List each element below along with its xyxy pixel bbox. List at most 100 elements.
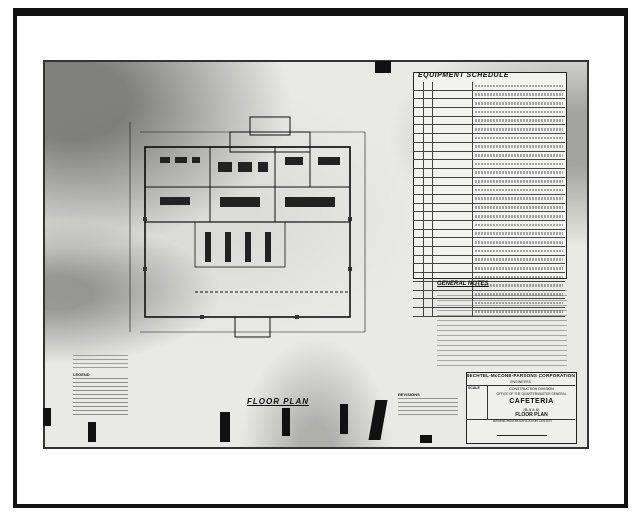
schedule-row — [413, 186, 565, 195]
schedule-row — [413, 247, 565, 256]
title-block — [466, 372, 577, 444]
schedule-row — [413, 238, 565, 248]
title-block-engineers: ENGINEERS — [510, 380, 531, 384]
schedule-cell — [424, 99, 433, 108]
schedule-cell — [424, 212, 433, 220]
schedule-cell — [433, 82, 473, 90]
schedule-cell — [424, 229, 433, 238]
schedule-row — [413, 264, 565, 274]
schedule-cell — [413, 142, 424, 151]
schedule-cell — [413, 194, 424, 203]
title-block-divider — [487, 385, 488, 420]
schedule-cell — [433, 281, 473, 290]
floor-plan-drawing — [100, 62, 405, 352]
entry-annex — [249, 116, 291, 136]
schedule-cell — [424, 90, 433, 99]
schedule-cell — [424, 134, 433, 142]
schedule-cell — [424, 221, 433, 229]
schedule-cell — [475, 249, 563, 253]
general-notes-title: GENERAL NOTES — [437, 281, 489, 287]
schedule-row — [413, 221, 565, 230]
schedule-cell — [433, 299, 473, 307]
schedule-cell — [413, 221, 424, 229]
schedule-cell — [413, 238, 424, 247]
schedule-cell — [413, 229, 424, 238]
title-block-rule-1 — [466, 385, 575, 386]
schedule-cell — [424, 151, 433, 160]
schedule-cell — [475, 93, 563, 96]
schedule-cell — [433, 134, 473, 142]
schedule-row — [413, 281, 565, 291]
schedule-cell — [424, 186, 433, 194]
schedule-cell — [413, 264, 424, 273]
schedule-cell — [413, 125, 424, 134]
schedule-cell — [433, 194, 473, 203]
schedule-row — [413, 108, 565, 117]
schedule-cell — [433, 255, 473, 264]
schedule-cell — [413, 177, 424, 186]
tape-mark-bottom-3 — [282, 408, 290, 436]
title-block-place: BIRMINGHAM-MODIFICATION CENTER — [493, 419, 552, 423]
title-block-company: BECHTEL-McCONE-PARSONS CORPORATION — [466, 373, 575, 378]
schedule-cell — [475, 145, 563, 148]
schedule-cell — [413, 247, 424, 255]
schedule-cell — [424, 116, 433, 125]
schedule-row — [413, 255, 565, 265]
schedule-cell — [424, 264, 433, 273]
schedule-row — [413, 212, 565, 221]
tape-mark-bottom-4 — [340, 404, 348, 434]
schedule-cell — [475, 180, 563, 183]
photo-border-left — [13, 8, 17, 508]
schedule-cell — [475, 188, 563, 192]
schedule-cell — [433, 142, 473, 151]
schedule-cell — [433, 160, 473, 168]
title-block-scale-label: SCALE — [468, 386, 480, 390]
schedule-cell — [424, 281, 433, 290]
schedule-cell — [433, 247, 473, 255]
schedule-cell — [433, 108, 473, 116]
general-notes-text — [437, 290, 567, 370]
schedule-row — [413, 177, 565, 187]
schedule-cell — [413, 82, 424, 90]
schedule-cell — [475, 223, 563, 227]
schedule-cell — [475, 240, 563, 244]
schedule-row — [413, 203, 565, 213]
schedule-cell — [433, 151, 473, 160]
tape-mark-bottom-2 — [220, 412, 230, 442]
schedule-cell — [433, 290, 473, 299]
schedule-cell — [475, 266, 563, 270]
schedule-cell — [475, 171, 563, 175]
schedule-cell — [413, 281, 424, 290]
column-marks — [143, 217, 352, 319]
schedule-cell — [424, 255, 433, 264]
schedule-cell — [475, 110, 563, 114]
revisions-block — [398, 398, 458, 418]
schedule-cell — [433, 307, 473, 316]
schedule-cell — [475, 84, 563, 88]
schedule-row — [413, 142, 565, 152]
schedule-cell — [424, 177, 433, 186]
schedule-cell — [424, 108, 433, 116]
schedule-cell — [413, 160, 424, 168]
schedule-cell — [413, 203, 424, 212]
schedule-cell — [413, 168, 424, 177]
schedule-cell — [475, 258, 563, 261]
schedule-row — [413, 229, 565, 239]
schedule-cell — [413, 255, 424, 264]
legend-block — [73, 378, 128, 418]
schedule-row — [413, 299, 565, 308]
schedule-cell — [475, 232, 563, 235]
schedule-cell — [424, 238, 433, 247]
photo-border-right — [624, 8, 628, 508]
schedule-cell — [424, 160, 433, 168]
schedule-cell — [433, 264, 473, 273]
title-block-sheet-title: FLOOR PLAN — [515, 412, 548, 418]
photo-border-top — [13, 8, 628, 16]
title-block-division: CONSTRUCTION DIVISION — [509, 387, 554, 391]
schedule-cell — [413, 212, 424, 220]
schedule-cell — [433, 125, 473, 134]
schedule-cell — [475, 301, 563, 305]
schedule-cell — [413, 134, 424, 142]
kitchen-equipment — [160, 157, 340, 262]
schedule-cell — [475, 293, 563, 296]
